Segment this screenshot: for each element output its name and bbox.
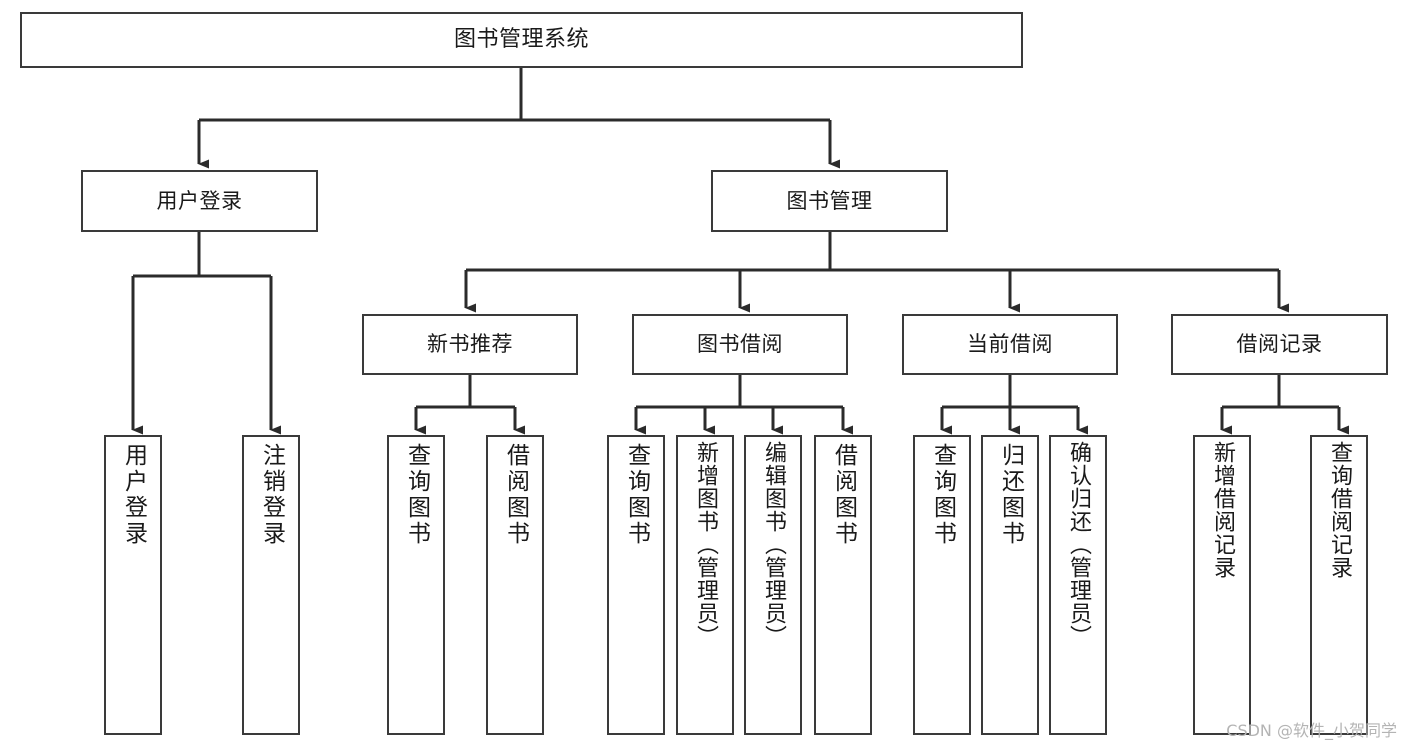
node-label: 查询图书 <box>403 443 430 547</box>
node-leaf-borrow-book-borrow[interactable]: 借阅图书 <box>814 435 872 735</box>
node-label: 确认归还（管理员） <box>1066 441 1091 648</box>
node-label: 查询图书 <box>929 443 956 547</box>
node-label: 新书推荐 <box>427 332 513 357</box>
node-leaf-user-login[interactable]: 用户登录 <box>104 435 162 735</box>
node-label: 图书管理 <box>786 188 873 213</box>
node-label: 借阅图书 <box>502 443 529 547</box>
node-label: 新增借阅记录 <box>1210 441 1235 579</box>
node-label: 注销登录 <box>258 443 285 547</box>
node-borrowing-records[interactable]: 借阅记录 <box>1171 314 1388 375</box>
node-label: 查询图书 <box>623 443 650 547</box>
node-label: 归还图书 <box>997 443 1024 547</box>
node-label: 借阅图书 <box>830 443 857 547</box>
node-label: 查询借阅记录 <box>1327 441 1352 579</box>
node-leaf-query-book-borrow[interactable]: 查询图书 <box>607 435 665 735</box>
node-book-borrowing[interactable]: 图书借阅 <box>632 314 848 375</box>
node-current-borrowing[interactable]: 当前借阅 <box>902 314 1118 375</box>
node-label: 借阅记录 <box>1236 332 1323 357</box>
node-user-login[interactable]: 用户登录 <box>81 170 318 232</box>
node-label: 新增图书（管理员） <box>693 441 718 648</box>
node-leaf-edit-book-admin[interactable]: 编辑图书（管理员） <box>744 435 802 735</box>
node-label: 用户登录 <box>120 443 147 547</box>
node-leaf-query-book-current[interactable]: 查询图书 <box>913 435 971 735</box>
node-leaf-borrow-book-newbook[interactable]: 借阅图书 <box>486 435 544 735</box>
node-leaf-query-borrow-record[interactable]: 查询借阅记录 <box>1310 435 1368 735</box>
node-leaf-return-book[interactable]: 归还图书 <box>981 435 1039 735</box>
node-leaf-add-borrow-record[interactable]: 新增借阅记录 <box>1193 435 1251 735</box>
node-label: 图书管理系统 <box>453 27 589 53</box>
node-leaf-add-book-admin[interactable]: 新增图书（管理员） <box>676 435 734 735</box>
node-leaf-query-book-newbook[interactable]: 查询图书 <box>387 435 445 735</box>
node-label: 图书借阅 <box>697 332 783 357</box>
node-label: 当前借阅 <box>967 332 1053 357</box>
node-label: 编辑图书（管理员） <box>761 441 786 648</box>
node-book-management[interactable]: 图书管理 <box>711 170 948 232</box>
node-leaf-logout[interactable]: 注销登录 <box>242 435 300 735</box>
node-leaf-confirm-return-admin[interactable]: 确认归还（管理员） <box>1049 435 1107 735</box>
node-label: 用户登录 <box>156 188 243 213</box>
node-root-book-management-system[interactable]: 图书管理系统 <box>20 12 1023 68</box>
node-new-book-recommendation[interactable]: 新书推荐 <box>362 314 578 375</box>
watermark-text: CSDN @软件_小贺同学 <box>1226 721 1397 740</box>
